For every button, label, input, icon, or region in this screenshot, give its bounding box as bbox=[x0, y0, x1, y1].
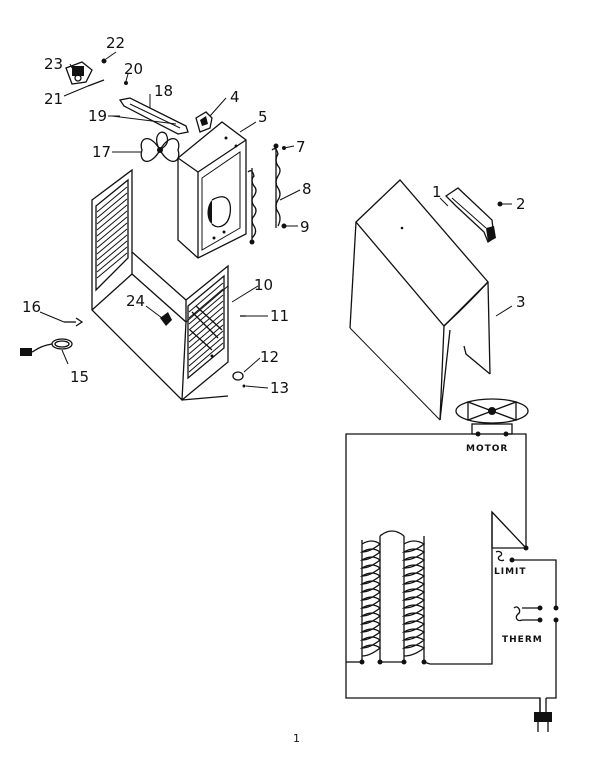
screw-part bbox=[497, 201, 503, 207]
leader-lines bbox=[39, 51, 513, 389]
callout-5: 5 bbox=[258, 108, 268, 126]
thermostat-knob-part bbox=[65, 61, 93, 85]
foot-part bbox=[232, 371, 244, 381]
housing-cover-part bbox=[349, 179, 491, 421]
callout-9: 9 bbox=[300, 218, 310, 236]
callout-23: 23 bbox=[44, 55, 63, 73]
page-mark: 1 bbox=[293, 732, 300, 745]
callout-1: 1 bbox=[432, 183, 442, 201]
callout-numbers: 22 23 20 21 18 19 17 4 5 7 8 9 10 11 12 … bbox=[22, 34, 526, 397]
fan-shaft-part bbox=[111, 115, 177, 125]
callout-22: 22 bbox=[106, 34, 125, 52]
pin-part bbox=[87, 79, 105, 87]
callout-21: 21 bbox=[44, 90, 63, 108]
power-cord-part bbox=[20, 338, 73, 356]
thermostat-symbol bbox=[513, 605, 559, 623]
callout-12: 12 bbox=[260, 348, 279, 366]
strain-relief-part bbox=[64, 317, 84, 327]
callout-3: 3 bbox=[516, 293, 526, 311]
callout-8: 8 bbox=[302, 180, 312, 198]
wiring-diagram: MOTOR LIMIT THERM bbox=[345, 398, 559, 732]
callout-19: 19 bbox=[88, 107, 107, 125]
screw-part bbox=[124, 81, 128, 85]
motor-bracket-part bbox=[118, 97, 189, 135]
limit-switch-symbol bbox=[491, 510, 528, 549]
screw-part bbox=[101, 58, 107, 64]
callout-15: 15 bbox=[70, 368, 89, 386]
heating-coil-symbol bbox=[346, 530, 431, 665]
callout-4: 4 bbox=[230, 88, 240, 106]
handle-part bbox=[444, 187, 496, 243]
callout-7: 7 bbox=[296, 138, 306, 156]
callout-10: 10 bbox=[254, 276, 273, 294]
limit-switch-part bbox=[195, 111, 213, 133]
heating-element-part bbox=[247, 143, 287, 245]
callout-17: 17 bbox=[92, 143, 111, 161]
screw-part bbox=[242, 384, 246, 388]
motor-label: MOTOR bbox=[466, 444, 508, 454]
plug-symbol bbox=[534, 698, 552, 732]
callout-11: 11 bbox=[270, 307, 289, 325]
fan-blade-part bbox=[140, 131, 180, 162]
control-screw-part bbox=[160, 312, 172, 326]
limit-label: LIMIT bbox=[494, 567, 527, 577]
callout-16: 16 bbox=[22, 298, 41, 316]
callout-24: 24 bbox=[126, 292, 145, 310]
callout-20: 20 bbox=[124, 60, 143, 78]
cabinet-base-part bbox=[91, 168, 229, 401]
heater-frame-part bbox=[177, 121, 247, 259]
motor-symbol bbox=[455, 398, 529, 437]
callout-2: 2 bbox=[516, 195, 526, 213]
thermostat-label: THERM bbox=[502, 635, 543, 645]
callout-18: 18 bbox=[154, 82, 173, 100]
callout-13: 13 bbox=[270, 379, 289, 397]
